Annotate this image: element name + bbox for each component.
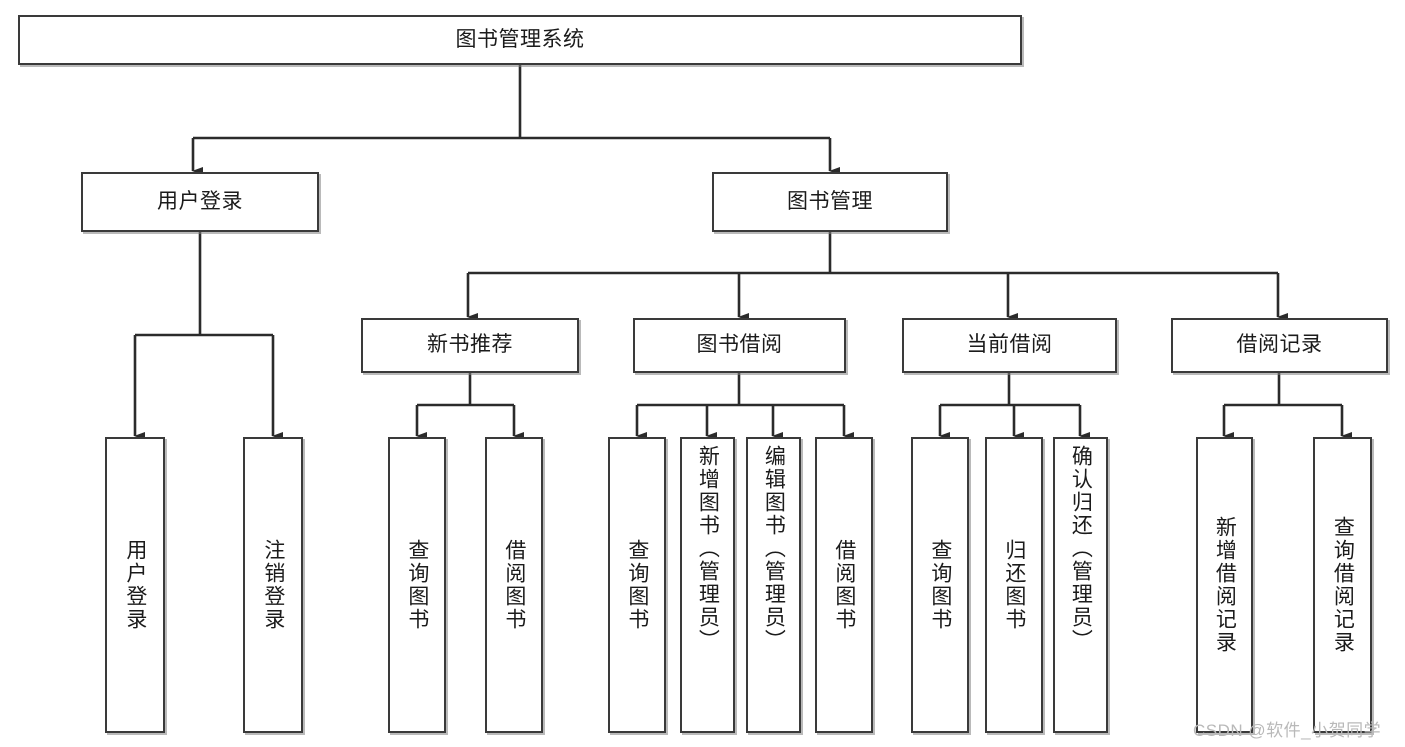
- node-label: 注销登录: [261, 539, 285, 631]
- node-label: 借阅图书: [502, 539, 526, 631]
- node-leaf-confirm-ret: 确认归还（管理员）: [1053, 437, 1108, 733]
- node-label: 用户登录: [157, 189, 243, 213]
- node-book-manage: 图书管理: [712, 172, 948, 232]
- node-leaf-query-book-2: 查询图书: [608, 437, 666, 733]
- node-leaf-return-book: 归还图书: [985, 437, 1043, 733]
- node-leaf-query-book-1: 查询图书: [388, 437, 446, 733]
- node-book-borrow: 图书借阅: [633, 318, 846, 373]
- node-label: 借阅记录: [1236, 333, 1323, 357]
- node-label: 当前借阅: [966, 333, 1053, 357]
- node-label: 新书推荐: [427, 333, 513, 357]
- node-leaf-add-book: 新增图书（管理员）: [680, 437, 735, 733]
- node-label: 查询图书: [405, 539, 429, 631]
- node-label: 新增图书（管理员）: [696, 445, 720, 652]
- node-label: 借阅图书: [832, 539, 856, 631]
- node-label: 确认归还（管理员）: [1069, 445, 1093, 652]
- node-leaf-query-book-3: 查询图书: [911, 437, 969, 733]
- node-label: 归还图书: [1002, 539, 1026, 631]
- node-label: 图书借阅: [696, 333, 783, 357]
- node-user-login: 用户登录: [81, 172, 319, 232]
- node-label: 用户登录: [123, 539, 147, 631]
- watermark-text: CSDN @软件_小贺同学: [1193, 721, 1382, 740]
- node-label: 图书管理系统: [455, 27, 585, 51]
- node-leaf-user-login: 用户登录: [105, 437, 165, 733]
- node-new-book-rec: 新书推荐: [361, 318, 579, 373]
- node-label: 图书管理: [787, 189, 873, 213]
- node-label: 查询借阅记录: [1331, 516, 1355, 654]
- node-borrow-record: 借阅记录: [1171, 318, 1388, 373]
- node-leaf-logout: 注销登录: [243, 437, 303, 733]
- node-leaf-add-record: 新增借阅记录: [1196, 437, 1253, 733]
- node-label: 查询图书: [625, 539, 649, 631]
- node-label: 新增借阅记录: [1213, 516, 1237, 654]
- node-current-borrow: 当前借阅: [902, 318, 1117, 373]
- node-root: 图书管理系统: [18, 15, 1022, 65]
- node-leaf-edit-book: 编辑图书（管理员）: [746, 437, 801, 733]
- node-label: 编辑图书（管理员）: [762, 445, 786, 652]
- node-label: 查询图书: [928, 539, 952, 631]
- node-leaf-borrow-book-1: 借阅图书: [485, 437, 543, 733]
- node-leaf-borrow-book-2: 借阅图书: [815, 437, 873, 733]
- node-leaf-query-record: 查询借阅记录: [1313, 437, 1372, 733]
